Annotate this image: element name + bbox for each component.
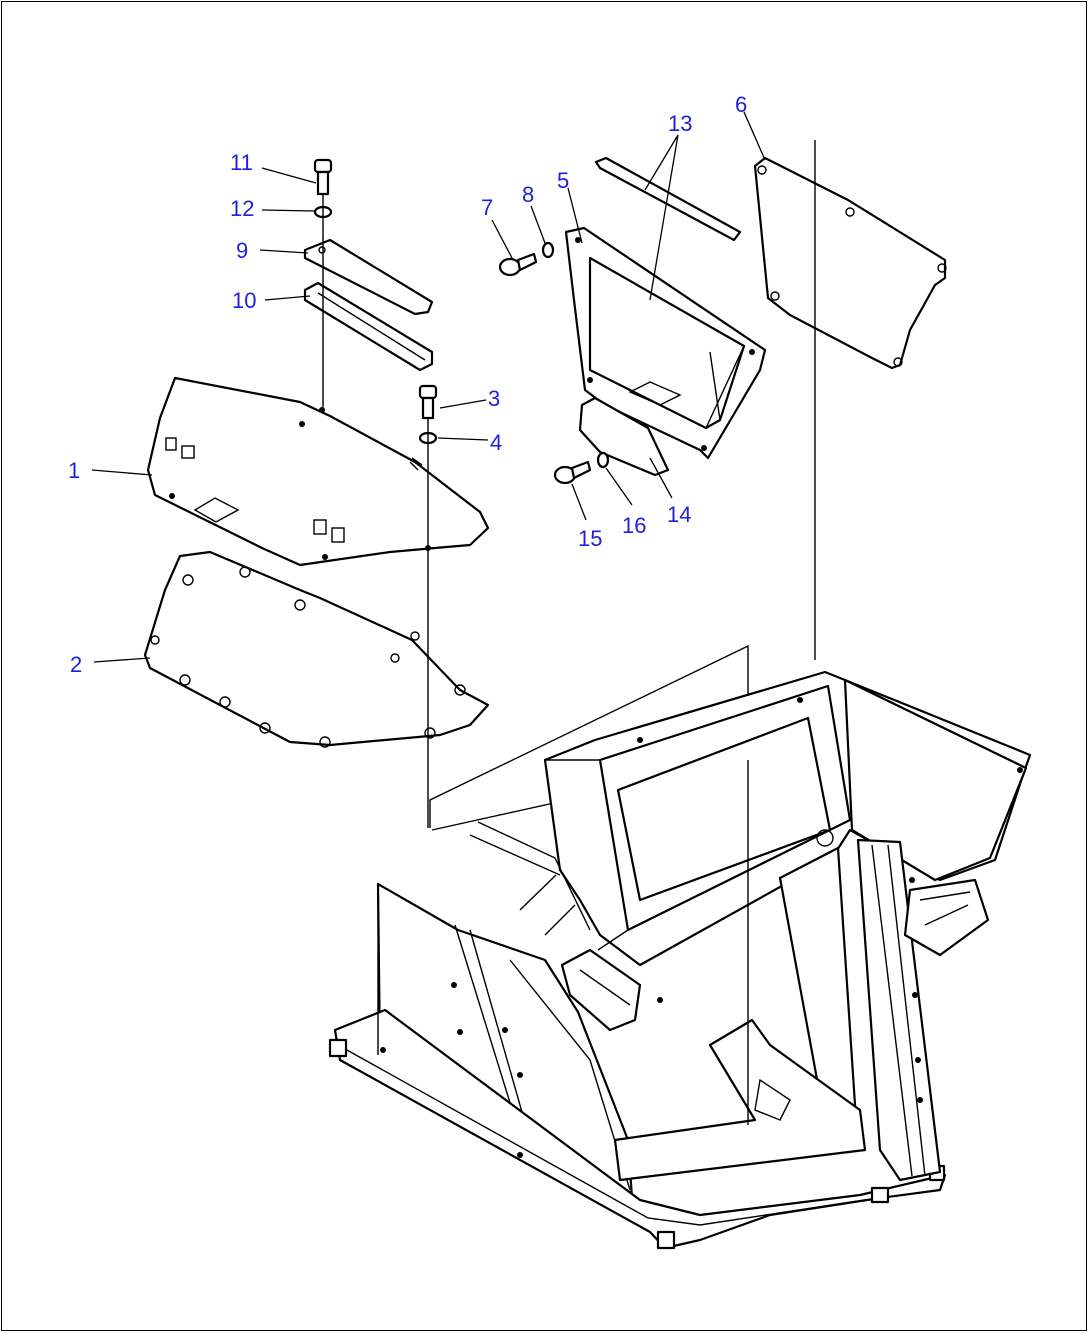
floor-plate-part-1 [146,376,490,567]
cover-part-14 [578,396,670,477]
callout-7: 7 [481,195,493,220]
washer-part-8 [541,241,555,259]
floor-mat-part-2 [143,550,490,748]
callout-10: 10 [232,288,256,313]
strip-part-13 [594,156,742,242]
callout-11: 11 [230,150,253,175]
bolt-part-7 [498,252,538,277]
callout-9: 9 [236,238,248,263]
bolt-part-11 [313,158,333,196]
washer-part-16 [596,451,610,469]
seal-part-10 [303,281,434,372]
cab-frame [328,644,1032,1250]
bolt-part-15 [553,460,592,485]
callout-13: 13 [668,111,692,136]
callout-4: 4 [490,430,502,455]
callout-labels: 1 2 3 4 5 6 7 8 9 10 11 12 13 14 15 16 [68,92,747,677]
callout-2: 2 [70,652,82,677]
callout-8: 8 [522,182,534,207]
callout-16: 16 [622,513,646,538]
sheet-part-6 [753,156,947,370]
callout-14: 14 [667,502,691,527]
callout-12: 12 [230,196,254,221]
leader-lines [91,111,766,663]
callout-1: 1 [68,458,80,483]
callout-6: 6 [735,92,747,117]
callout-5: 5 [557,168,569,193]
callout-15: 15 [578,526,602,551]
callout-3: 3 [488,386,500,411]
bolt-part-3 [418,384,438,420]
panel-part-5 [564,226,767,460]
plate-part-9 [303,238,434,316]
